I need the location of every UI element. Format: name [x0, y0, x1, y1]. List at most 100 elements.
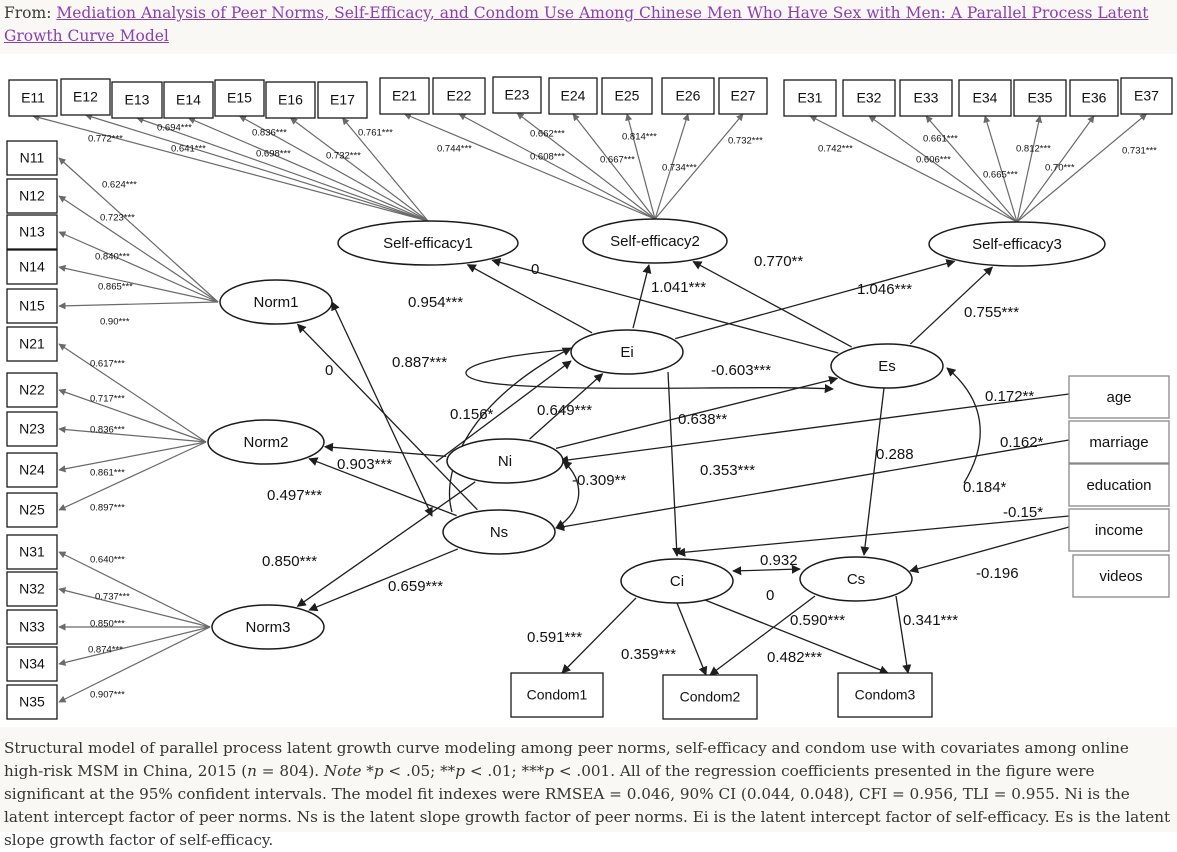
- loading-arrow: [458, 113, 656, 220]
- path-label-ei_se1: 0.954***: [408, 294, 463, 311]
- path-label-ni_cs: 0.353***: [700, 462, 755, 479]
- loading-label: 0.814***: [622, 132, 657, 143]
- indicator-e24: [548, 77, 598, 115]
- indicator-n35-label: N35: [19, 694, 45, 710]
- latent-cs: [799, 556, 913, 602]
- path-label-es_cs: 0.288: [876, 446, 914, 463]
- indicator-e35: [1013, 79, 1067, 117]
- loading-arrow: [58, 425, 207, 443]
- loading-arrow: [58, 195, 219, 303]
- path-arrow: [308, 457, 457, 517]
- article-link[interactable]: Mediation Analysis of Peer Norms, Self-E…: [4, 4, 1149, 45]
- loading-label: 0.723***: [100, 213, 135, 224]
- covariate-income: [1068, 508, 1170, 552]
- path-label-income_ci: -0.15*: [1003, 504, 1043, 521]
- latent-ni-label: Ni: [498, 453, 512, 470]
- caption-text: Structural model of parallel process lat…: [4, 737, 1172, 852]
- indicator-e13: [111, 81, 163, 119]
- covariance-curve: [465, 349, 834, 394]
- path-arrow: [676, 602, 708, 676]
- indicator-e21-label: E21: [392, 88, 417, 104]
- indicator-condom1-label: Condom1: [527, 687, 588, 703]
- caption-part: *: [361, 762, 374, 780]
- diagram-labels: 0.772***0.694***0.641***0.836***0.698***…: [88, 123, 1157, 701]
- latent-ns: [442, 509, 556, 555]
- covariance-curve: [555, 460, 580, 529]
- latent-se2-label: Self-efficacy2: [610, 233, 700, 250]
- indicator-n22-label: N22: [19, 382, 45, 398]
- loading-arrow: [84, 113, 429, 222]
- loading-arrow: [58, 231, 219, 303]
- indicator-n24: [6, 452, 58, 488]
- indicator-condom2: [662, 674, 758, 720]
- covariate-education-label: education: [1086, 477, 1151, 494]
- source-line: From: Mediation Analysis of Peer Norms, …: [4, 2, 1172, 48]
- loading-label: 0.897***: [90, 503, 125, 514]
- indicator-condom2-label: Condom2: [680, 689, 741, 705]
- path-arrow: [709, 595, 816, 676]
- indicator-e31: [783, 79, 837, 117]
- indicator-condom1: [510, 672, 604, 718]
- indicator-e15-label: E15: [227, 90, 252, 106]
- loading-arrow: [58, 343, 207, 443]
- path-label-ci_c1: 0.591***: [527, 629, 582, 646]
- latent-es: [830, 343, 944, 389]
- path-arrow: [555, 439, 1070, 532]
- loading-label: 0.840***: [95, 252, 130, 263]
- indicator-e36: [1069, 79, 1119, 117]
- indicator-e26: [661, 77, 715, 115]
- loading-arrow: [925, 115, 1018, 223]
- loading-label: 0.661***: [923, 134, 958, 145]
- loading-arrow: [868, 115, 1018, 223]
- latent-ns-label: Ns: [490, 524, 508, 541]
- loading-arrow: [238, 115, 429, 222]
- path-label-es_se3: 0.755***: [964, 304, 1019, 321]
- path-arrow: [675, 259, 956, 340]
- loading-label: 0.665***: [983, 170, 1018, 181]
- loading-arrow: [58, 441, 207, 473]
- path-arrow: [555, 375, 839, 449]
- loading-label: 0.641***: [171, 144, 206, 155]
- loading-label: 0.732***: [326, 151, 361, 162]
- indicator-e34: [958, 79, 1012, 117]
- indicator-n34: [6, 646, 58, 682]
- indicator-n31: [6, 534, 58, 570]
- caption-var-p: p: [455, 762, 466, 780]
- loading-label: 0.90***: [100, 317, 130, 328]
- loading-arrow: [342, 117, 429, 222]
- loading-label: 0.861***: [90, 468, 125, 479]
- loading-arrow: [572, 113, 656, 220]
- indicator-n25-label: N25: [19, 502, 45, 518]
- path-arrow: [667, 371, 682, 557]
- loading-label: 0.617***: [90, 359, 125, 370]
- path-label-es_se1: 0: [531, 261, 539, 278]
- covariate-marriage: [1068, 420, 1170, 464]
- caption-var-p: p: [373, 762, 384, 780]
- latent-se1: [337, 220, 519, 266]
- indicator-e11: [8, 79, 58, 117]
- loading-label: 0.606***: [916, 155, 951, 166]
- latent-ei: [570, 329, 684, 375]
- indicator-e37-label: E37: [1134, 88, 1159, 104]
- path-arrow: [860, 387, 885, 556]
- loading-label: 0.874***: [88, 645, 123, 656]
- loading-label: 0.772***: [88, 134, 123, 145]
- loading-arrow: [58, 441, 207, 511]
- indicator-n22: [6, 372, 58, 408]
- caption-part: Structural model of parallel process lat…: [4, 739, 1129, 780]
- indicator-n32: [6, 571, 58, 607]
- latent-norm3-label: Norm3: [245, 619, 290, 636]
- latent-se3: [928, 221, 1106, 267]
- loading-label: 0.662***: [530, 129, 565, 140]
- loading-label: 0.667***: [600, 155, 635, 166]
- indicator-e25: [601, 77, 653, 115]
- path-label-ci_cs_0: 0: [766, 587, 774, 604]
- latent-norm2-label: Norm2: [243, 434, 288, 451]
- latent-norm3: [211, 604, 325, 650]
- latent-norm2: [207, 419, 325, 465]
- indicator-n34-label: N34: [19, 656, 45, 672]
- path-arrow: [909, 526, 1070, 574]
- caption-part: = 804).: [256, 762, 324, 780]
